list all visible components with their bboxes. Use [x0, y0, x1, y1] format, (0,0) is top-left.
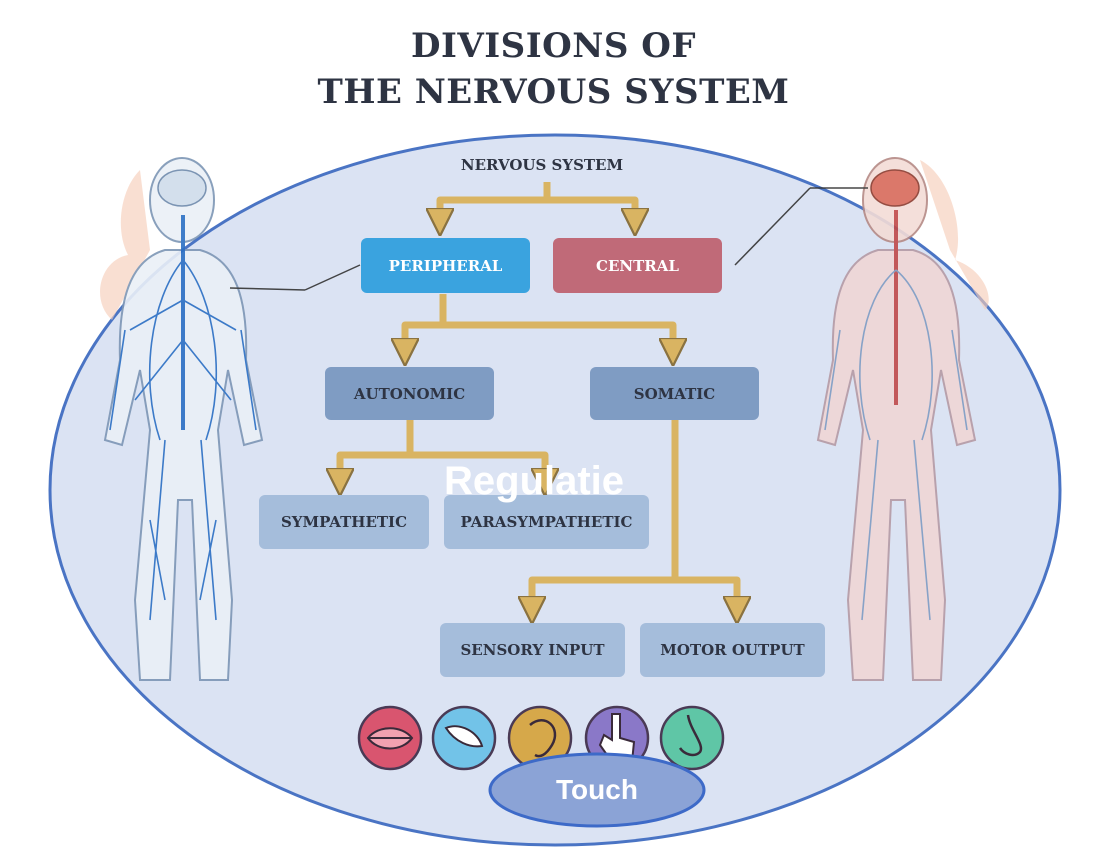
peripheral-box: PERIPHERAL [361, 238, 530, 293]
hierarchy-arrows [340, 182, 737, 610]
motor-output-box: MOTOR OUTPUT [640, 623, 825, 677]
title-line-1: DIVISIONS OF [411, 26, 696, 66]
nose-icon [659, 705, 725, 771]
central-box: CENTRAL [553, 238, 722, 293]
left-body-figure [100, 157, 361, 681]
touch-label: Touch [556, 774, 638, 805]
touch-ellipse [488, 752, 706, 828]
sensory-input-box: SENSORY INPUT [440, 623, 625, 677]
regulatie-label: Regulatie [444, 459, 625, 503]
somatic-box: SOMATIC [590, 367, 759, 420]
sympathetic-box: SYMPATHETIC [259, 495, 429, 549]
title-line-2: THE NERVOUS SYSTEM [317, 72, 790, 112]
root-label: NERVOUS SYSTEM [460, 156, 624, 174]
right-body-figure [734, 157, 989, 681]
autonomic-box: AUTONOMIC [325, 367, 494, 420]
parasympathetic-box: PARASYMPATHETIC [444, 495, 649, 549]
